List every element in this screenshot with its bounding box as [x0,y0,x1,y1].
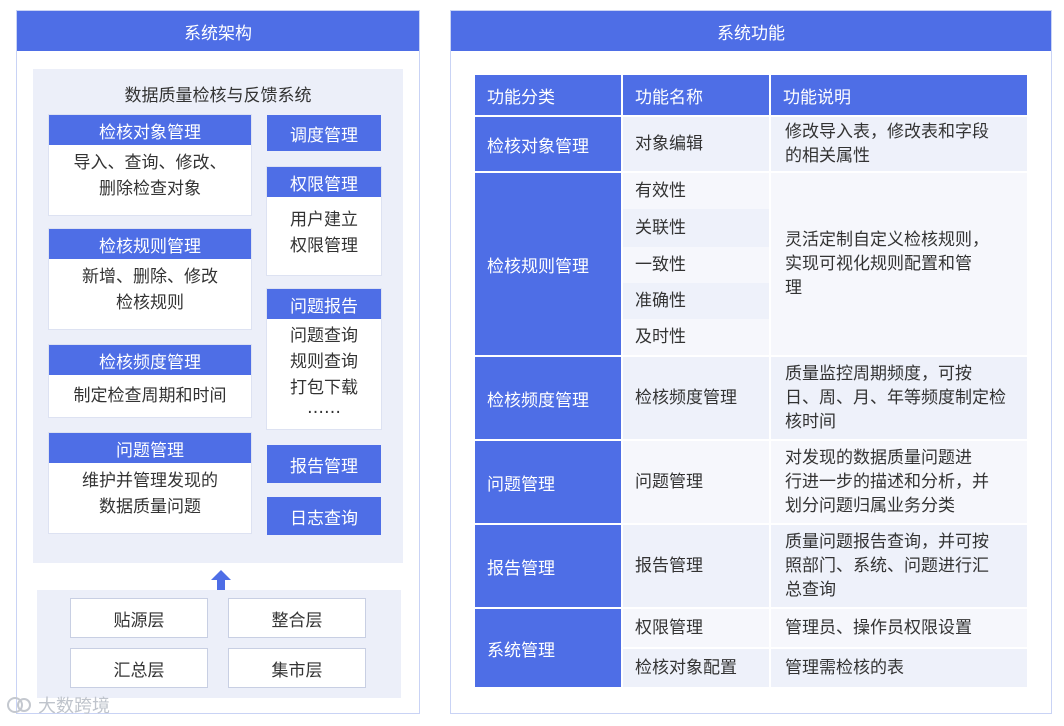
desc-line: 用户建立 [290,210,358,230]
box-title: 问题报告 [267,289,381,319]
function-desc-cell: 质量监控周期频度，可按 日、周、月、年等频度制定检 核时间 [771,357,1027,439]
desc-line: 核时间 [785,412,836,432]
category-frequency-management: 检核频度管理 [475,357,621,439]
module-desc: 维护并管理发现的 数据质量问题 [49,463,251,520]
box-desc: 问题查询 规则查询 打包下载 …… [267,319,381,418]
column-header-name: 功能名称 [623,75,769,115]
issue-report-box: 问题报告 问题查询 规则查询 打包下载 …… [267,289,381,429]
module-issue-management: 问题管理 维护并管理发现的 数据质量问题 [49,433,251,533]
desc-line: 新增、删除、修改 [82,267,218,287]
desc-line: 修改导入表，修改表和字段 [785,122,989,142]
module-desc: 导入、查询、修改、 删除检查对象 [49,145,251,202]
column-header-description: 功能说明 [771,75,1027,115]
desc-line: 划分问题归属业务分类 [785,496,955,516]
functions-table: 功能分类 功能名称 功能说明 检核对象管理 对象编辑 修改导入表，修改表和字段 … [475,75,1027,687]
function-name-cell: 一致性 [623,247,769,283]
desc-line: 对发现的数据质量问题进 [785,448,972,468]
box-title: 权限管理 [267,167,381,197]
watermark-text: 大数跨境 [38,696,110,717]
function-desc-cell: 管理需检核的表 [771,649,1027,687]
function-name-cell: 准确性 [623,283,769,319]
function-desc-cell: 灵活定制自定义检核规则， 实现可视化规则配置和管 理 [771,173,1027,355]
function-name-cell: 及时性 [623,319,769,355]
module-desc: 新增、删除、修改 检核规则 [49,259,251,316]
module-object-management: 检核对象管理 导入、查询、修改、 删除检查对象 [49,115,251,215]
desc-line: 检核规则 [116,293,184,313]
category-report-management: 报告管理 [475,525,621,607]
desc-line: 制定检查周期和时间 [73,386,227,406]
system-title: 数据质量检核与反馈系统 [124,86,312,106]
desc-line: 照部门、系统、问题进行汇 [785,556,989,576]
up-arrow-icon [211,570,231,590]
module-title: 问题管理 [49,433,251,463]
desc-line: 删除检查对象 [99,179,201,199]
module-title: 检核对象管理 [49,115,251,145]
desc-line: 质量监控周期频度，可按 [785,364,972,384]
desc-ellipsis: …… [307,398,341,418]
module-frequency-management: 检核频度管理 制定检查周期和时间 [49,345,251,417]
function-desc-cell: 质量问题报告查询，并可按 照部门、系统、问题进行汇 总查询 [771,525,1027,607]
desc-line: 实现可视化规则配置和管 [785,254,972,274]
desc-line: 维护并管理发现的 [82,471,218,491]
system-functions-panel: 系统功能 功能分类 功能名称 功能说明 检核对象管理 对象编辑 修改导入表，修改… [450,10,1052,714]
function-desc-cell: 对发现的数据质量问题进 行进一步的描述和分析，并 划分问题归属业务分类 [771,441,1027,523]
function-name-cell: 检核频度管理 [623,357,769,439]
desc-line: 打包下载 [290,378,358,398]
schedule-management: 调度管理 [267,115,381,151]
layer-integration: 整合层 [228,598,366,638]
functions-header: 系统功能 [451,11,1051,51]
data-layers: 贴源层 整合层 汇总层 集市层 [37,590,401,698]
system-architecture-panel: 系统架构 数据质量检核与反馈系统 检核对象管理 导入、查询、修改、 删除检查对象… [16,10,420,714]
function-name-cell: 权限管理 [623,609,769,647]
function-name-cell: 报告管理 [623,525,769,607]
system-container: 数据质量检核与反馈系统 检核对象管理 导入、查询、修改、 删除检查对象 检核规则… [33,69,403,563]
desc-line: 的相关属性 [785,146,870,166]
layer-mart: 集市层 [228,648,366,688]
module-rule-management: 检核规则管理 新增、删除、修改 检核规则 [49,229,251,329]
desc-line: 规则查询 [290,352,358,372]
desc-line: 问题查询 [290,326,358,346]
desc-line: 质量问题报告查询，并可按 [785,532,989,552]
desc-line: 权限管理 [290,236,358,256]
desc-line: 灵活定制自定义检核规则， [785,230,989,250]
report-management: 报告管理 [267,445,381,483]
category-object-management: 检核对象管理 [475,117,621,171]
architecture-header: 系统架构 [17,11,419,51]
layer-source: 贴源层 [70,598,208,638]
column-header-category: 功能分类 [475,75,621,115]
function-name-cell: 检核对象配置 [623,649,769,687]
desc-line: 理 [785,278,802,298]
module-desc: 制定检查周期和时间 [49,375,251,409]
log-query: 日志查询 [267,497,381,535]
module-title: 检核规则管理 [49,229,251,259]
box-desc: 用户建立 权限管理 [267,197,381,259]
function-name-cell: 有效性 [623,173,769,209]
category-rule-management: 检核规则管理 [475,173,621,355]
function-name-cell: 对象编辑 [623,117,769,171]
module-title: 检核频度管理 [49,345,251,375]
function-desc-cell: 修改导入表，修改表和字段 的相关属性 [771,117,1027,171]
desc-line: 行进一步的描述和分析，并 [785,472,989,492]
desc-line: 数据质量问题 [99,497,201,517]
desc-line: 导入、查询、修改、 [73,153,227,173]
watermark: 大数跨境 [6,692,110,718]
function-name-cell: 问题管理 [623,441,769,523]
category-issue-management: 问题管理 [475,441,621,523]
function-desc-cell: 管理员、操作员权限设置 [771,609,1027,647]
desc-line: 日、周、月、年等频度制定检 [785,388,1006,408]
watermark-logo-icon [7,697,31,713]
category-system-management: 系统管理 [475,609,621,687]
desc-line: 总查询 [785,580,836,600]
layer-summary: 汇总层 [70,648,208,688]
function-name-cell: 关联性 [623,209,769,247]
permission-management-box: 权限管理 用户建立 权限管理 [267,167,381,275]
